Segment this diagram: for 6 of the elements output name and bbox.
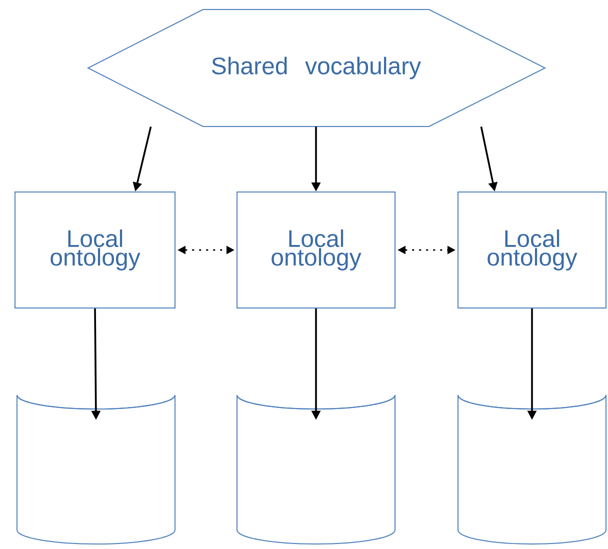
process-box: Local ontology bbox=[458, 192, 606, 308]
process-box: Local ontology bbox=[236, 192, 396, 308]
process-box: Local ontology bbox=[14, 192, 176, 308]
database-cylinder bbox=[16, 394, 176, 544]
database-cylinder bbox=[236, 394, 396, 544]
database-cylinder bbox=[458, 394, 606, 544]
